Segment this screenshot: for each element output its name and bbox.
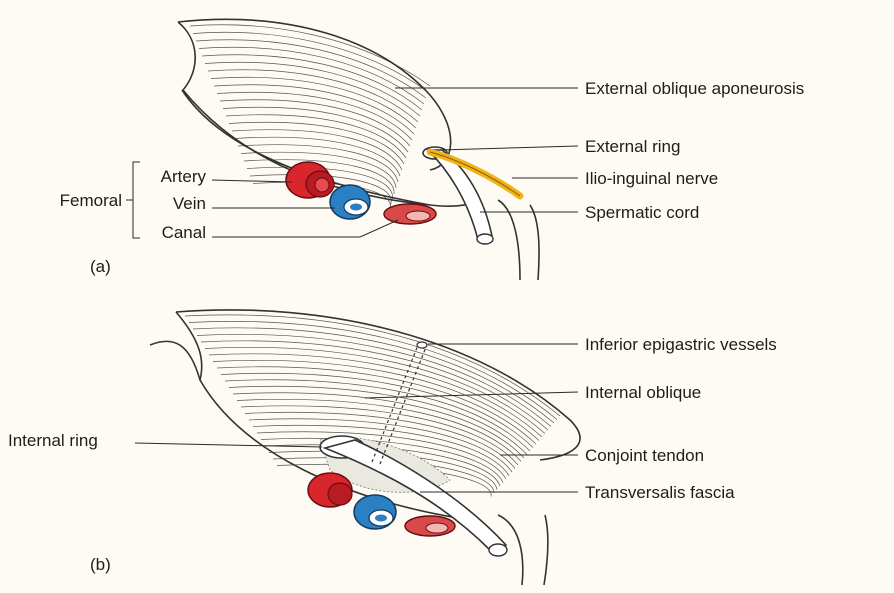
label-internal-ring: Internal ring bbox=[8, 431, 98, 450]
femoral-artery-b bbox=[308, 473, 352, 507]
femoral-artery bbox=[286, 162, 334, 198]
femoral-bracket bbox=[126, 162, 140, 238]
label-external-oblique-aponeurosis: External oblique aponeurosis bbox=[585, 79, 804, 98]
label-vein: Vein bbox=[173, 194, 206, 213]
label-inferior-epigastric-vessels: Inferior epigastric vessels bbox=[585, 335, 777, 354]
label-artery: Artery bbox=[161, 167, 207, 186]
panel-b: Inferior epigastric vessels Internal obl… bbox=[8, 310, 777, 585]
label-ilio-inguinal-nerve: Ilio-inguinal nerve bbox=[585, 169, 718, 188]
label-conjoint-tendon: Conjoint tendon bbox=[585, 446, 704, 465]
label-transversalis-fascia: Transversalis fascia bbox=[585, 483, 735, 502]
femoral-canal bbox=[384, 204, 436, 224]
femoral-vein-b bbox=[354, 495, 396, 529]
label-femoral: Femoral bbox=[60, 191, 122, 210]
label-internal-oblique: Internal oblique bbox=[585, 383, 701, 402]
panel-b-label: (b) bbox=[90, 555, 111, 574]
label-spermatic-cord: Spermatic cord bbox=[585, 203, 699, 222]
label-canal: Canal bbox=[162, 223, 206, 242]
femoral-vein bbox=[330, 185, 370, 219]
panel-a-label: (a) bbox=[90, 257, 111, 276]
femoral-canal-b bbox=[405, 516, 455, 536]
label-external-ring: External ring bbox=[585, 137, 680, 156]
panel-a: External oblique aponeurosis External ri… bbox=[60, 19, 805, 280]
